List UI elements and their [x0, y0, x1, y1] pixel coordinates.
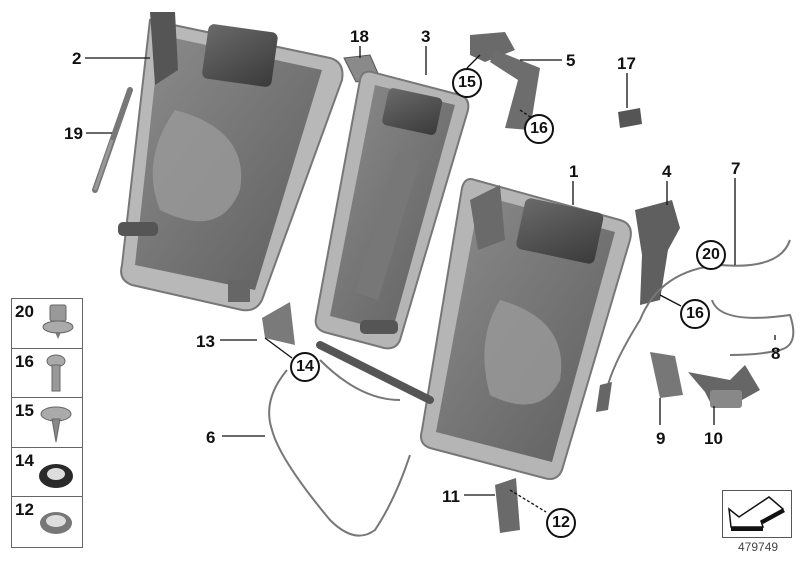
- callout-2: 2: [72, 49, 82, 68]
- legend-item-grommet-grey: 12: [12, 497, 82, 547]
- diagram-reference-number: 479749: [738, 540, 779, 554]
- grommet-grey-icon: [40, 512, 72, 535]
- leader-lines: [85, 46, 776, 513]
- backrest-frame-center: [314, 70, 470, 350]
- backrest-lock: [635, 200, 680, 305]
- legend-item-clip-nut: 20: [12, 299, 82, 349]
- legend-item-grommet-black: 14: [12, 448, 82, 498]
- callout-14-circled: 14: [290, 352, 320, 382]
- legend-label: 16: [15, 351, 34, 371]
- small-parts-legend: 20 16 15 14: [11, 298, 83, 548]
- callout-9: 9: [656, 429, 666, 448]
- legend-label: 14: [15, 450, 34, 470]
- hinge-bracket: [470, 32, 540, 130]
- arrow-direction-icon: [728, 496, 785, 531]
- callout-8: 8: [771, 344, 781, 363]
- callout-5: 5: [566, 51, 576, 70]
- backrest-frame-right: [420, 178, 632, 480]
- grommet-black-icon: [39, 463, 73, 488]
- bracket-13: [262, 302, 295, 345]
- bracket-9: [650, 352, 683, 398]
- callout-3: 3: [421, 27, 431, 46]
- release-lever-10: [688, 365, 760, 408]
- release-cable-6: [268, 369, 411, 537]
- callout-16-circled: 16: [524, 114, 554, 144]
- legend-item-torx-screw: 16: [12, 349, 82, 399]
- clip-17: [618, 108, 642, 128]
- release-cable-7: [607, 239, 791, 386]
- callout-16-circled-right: 16: [680, 299, 710, 329]
- legend-label: 12: [15, 500, 34, 520]
- callout-18: 18: [350, 27, 369, 46]
- clip-nut-icon: [42, 304, 74, 339]
- direction-stamp: [722, 490, 792, 538]
- legend-item-self-tapping-screw: 15: [12, 398, 82, 448]
- callout-12-circled: 12: [546, 508, 576, 538]
- release-cable-8: [711, 299, 795, 356]
- callout-4: 4: [662, 162, 672, 181]
- callout-6: 6: [206, 428, 216, 447]
- callout-10: 10: [704, 429, 723, 448]
- callout-13: 13: [196, 332, 215, 351]
- callout-15-circled: 15: [452, 68, 482, 98]
- callout-19: 19: [64, 124, 83, 143]
- bracket-11: [495, 478, 520, 533]
- callout-17: 17: [617, 54, 636, 73]
- legend-label: 15: [15, 401, 34, 421]
- callout-20-circled: 20: [696, 240, 726, 270]
- release-shaft: [316, 341, 434, 404]
- torx-screw-icon: [46, 354, 66, 392]
- backrest-frame-left: [118, 12, 344, 312]
- callout-1: 1: [569, 162, 579, 181]
- callout-11: 11: [442, 487, 460, 506]
- washer-screw-icon: [40, 406, 72, 443]
- gas-strut: [92, 87, 133, 193]
- legend-label: 20: [15, 302, 34, 321]
- callout-7: 7: [731, 159, 741, 178]
